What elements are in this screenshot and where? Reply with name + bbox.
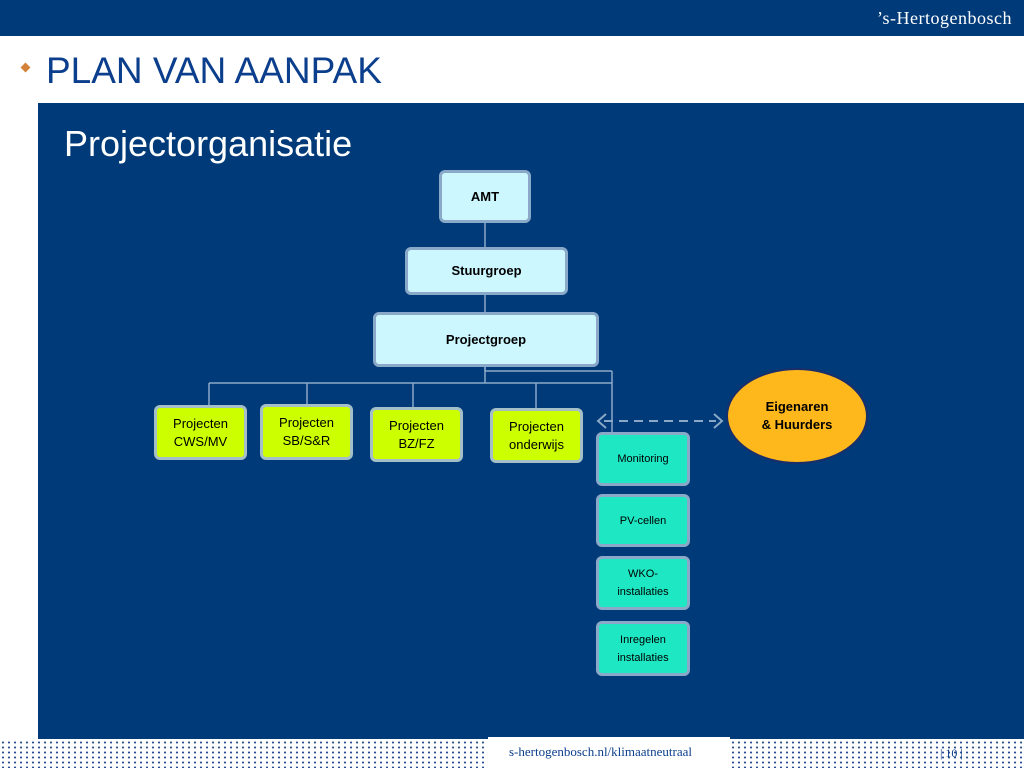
project-box-line1: Projecten bbox=[389, 417, 444, 433]
slide-title: PLAN VAN AANPAK bbox=[46, 50, 382, 91]
stack-box-label: PV-cellen bbox=[619, 514, 667, 527]
stack-box-pv-cellen: PV-cellen bbox=[596, 494, 690, 547]
footer-pattern-right bbox=[730, 740, 1024, 768]
project-box-line2: SB/S&R bbox=[282, 433, 331, 448]
project-box-line1: Projecten bbox=[173, 415, 228, 431]
stakeholder-ellipse: Eigenaren & Huurders bbox=[726, 368, 868, 464]
stack-box-wko-installaties: WKO-installaties bbox=[596, 556, 690, 610]
diamond-bullet-icon bbox=[20, 62, 31, 73]
stack-box-inregelen-installaties: Inregelen installaties bbox=[596, 621, 690, 676]
org-box-stuurgroep: Stuurgroep bbox=[405, 247, 568, 295]
project-box-line2: BZ/FZ bbox=[398, 435, 435, 451]
footer-url: s-hertogenbosch.nl/klimaatneutraal bbox=[509, 744, 693, 759]
org-box-stuurgroep-label: Stuurgroep bbox=[451, 263, 522, 278]
stack-box-label: Monitoring bbox=[617, 453, 669, 465]
page-number: | 10 | bbox=[940, 746, 963, 760]
project-box-onderwijs: Projecten onderwijs bbox=[490, 408, 583, 463]
stack-box-line2: installaties bbox=[617, 651, 669, 664]
top-bar: ’s-Hertogenbosch bbox=[0, 0, 1024, 36]
org-box-projectgroep-label: Projectgroep bbox=[445, 331, 527, 347]
project-box-line1: Projecten bbox=[279, 415, 334, 430]
stack-box-line1: Inregelen bbox=[620, 633, 666, 646]
stack-box-line2: installaties bbox=[617, 586, 669, 598]
slide-subtitle: Projectorganisatie bbox=[64, 123, 353, 164]
stack-box-line1: WKO- bbox=[628, 568, 658, 580]
org-box-amt-label: AMT bbox=[470, 188, 500, 204]
org-box-projectgroep: Projectgroep bbox=[373, 312, 599, 367]
project-box-line1: Projecten bbox=[509, 418, 564, 434]
footer-pattern-left bbox=[0, 740, 488, 768]
stakeholder-line1: Eigenaren bbox=[765, 399, 829, 414]
project-box-line2: onderwijs bbox=[509, 436, 564, 452]
footer-url-box bbox=[488, 737, 730, 768]
brand-name: ’s-Hertogenbosch bbox=[877, 8, 1012, 28]
org-box-amt: AMT bbox=[439, 170, 531, 223]
project-box-line2: CWS/MV bbox=[173, 433, 228, 449]
stakeholder-line2: & Huurders bbox=[761, 417, 833, 432]
stack-box-monitoring: Monitoring bbox=[596, 432, 690, 486]
